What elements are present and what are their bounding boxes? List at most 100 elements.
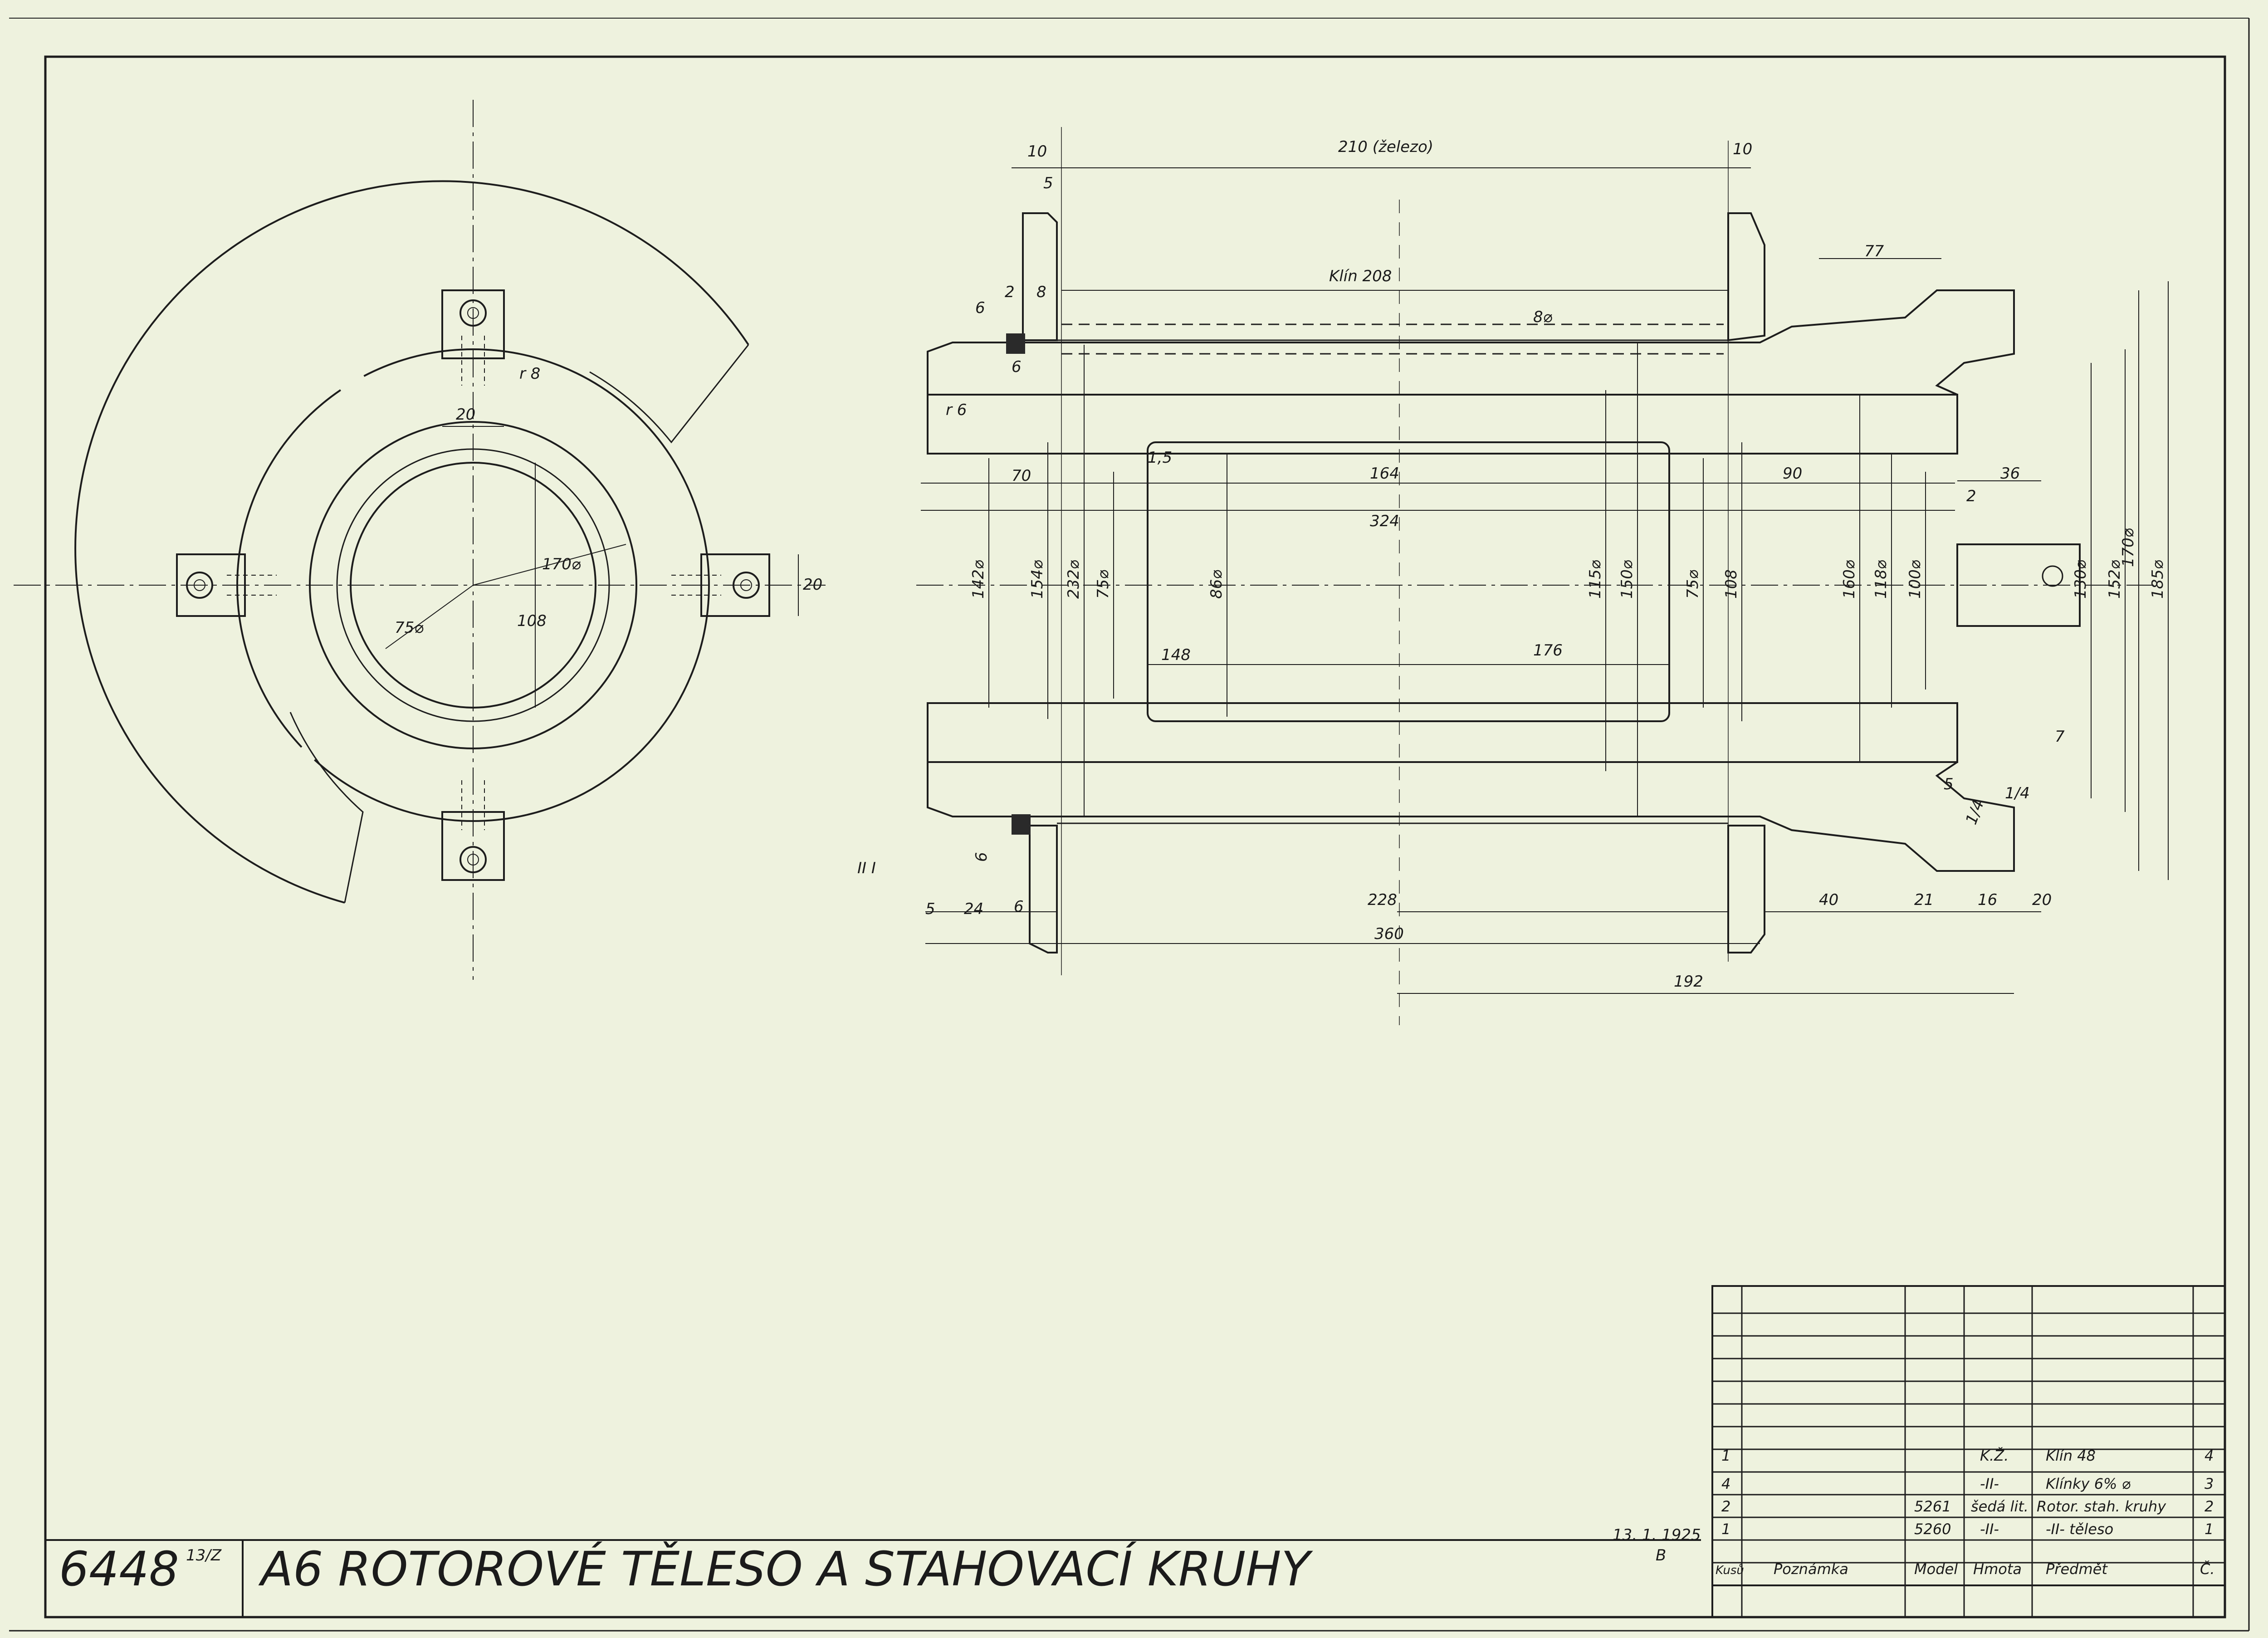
dim-top-2: 2 — [1005, 283, 1015, 301]
svg-text:4: 4 — [1721, 1475, 1730, 1492]
ring-left-bottom — [1029, 825, 1058, 953]
svg-text:4: 4 — [2204, 1447, 2214, 1464]
dim-front-20-top: 20 — [456, 406, 475, 424]
section-dim-lines — [921, 127, 2169, 994]
bore — [350, 462, 596, 709]
dim-front-r75: 75⌀ — [395, 619, 424, 637]
dim-1-5: 1,5 — [1148, 449, 1172, 467]
dim-130: 130⌀ — [2072, 560, 2090, 599]
dim-70: 70 — [1012, 467, 1031, 485]
svg-text:Poznámka: Poznámka — [1774, 1560, 1848, 1578]
dim-170: 170⌀ — [2119, 528, 2137, 567]
dim-185: 185⌀ — [2149, 560, 2167, 599]
dim-front-r8: r 8 — [519, 365, 540, 383]
drawing-title: A6 ROTOROVÉ TĚLESO A STAHOVACÍ KRUHY — [258, 1541, 1314, 1597]
dim-192: 192 — [1674, 973, 1703, 991]
lug-left — [176, 553, 277, 617]
dim-100: 100⌀ — [1906, 560, 1924, 599]
drawing-date: 13. 1. 1925 — [1613, 1526, 1701, 1544]
svg-text:K.Ž.: K.Ž. — [1980, 1447, 2009, 1464]
dim-228: 228 — [1368, 891, 1397, 909]
side-mark: II I — [857, 859, 876, 877]
section-view: 10 210 (železo) 10 5 2 8 6 Klín 208 8⌀ 6… — [857, 127, 2169, 1025]
svg-text:Model: Model — [1914, 1560, 1958, 1578]
dim-top-10-left: 10 — [1027, 142, 1047, 161]
dim-5-bottom: 5 — [925, 900, 935, 918]
dim-152: 152⌀ — [2106, 560, 2124, 599]
title-block: 6448 13/Z A6 ROTOROVÉ TĚLESO A STAHOVACÍ… — [45, 1526, 1701, 1617]
ring-mid — [309, 421, 637, 749]
svg-text:-II-: -II- — [1980, 1521, 1999, 1538]
dim-front-20-right: 20 — [803, 576, 822, 594]
table-row: 1 5260 -II- -II- těleso 1 — [1721, 1521, 2214, 1538]
dim-top-10-right: 10 — [1733, 140, 1752, 158]
svg-text:5261: 5261 — [1914, 1498, 1951, 1515]
dim-75: 75⌀ — [1094, 570, 1112, 599]
ring-outer — [236, 348, 710, 822]
svg-text:Rotor. stah. kruhy: Rotor. stah. kruhy — [2037, 1498, 2166, 1515]
ring-left-top — [1022, 212, 1058, 341]
svg-text:šedá lit.: šedá lit. — [1971, 1498, 2028, 1515]
dim-6b: 6 — [1014, 898, 1024, 916]
svg-text:Č.: Č. — [2200, 1560, 2215, 1578]
dim-118: 118⌀ — [1872, 560, 1890, 599]
dim-top-210: 210 (železo) — [1338, 138, 1433, 156]
dim-150: 150⌀ — [1618, 560, 1636, 599]
shaft-stub — [1956, 543, 2081, 627]
svg-text:-II- těleso: -II- těleso — [2046, 1521, 2113, 1538]
dim-232: 232⌀ — [1065, 560, 1083, 599]
dim-90: 90 — [1783, 465, 1802, 483]
body-outline-bottom — [927, 761, 2015, 872]
dim-24: 24 — [964, 900, 983, 918]
dim-6-small: 6 — [1012, 358, 1022, 376]
svg-text:1: 1 — [1721, 1521, 1730, 1538]
dim-7: 7 — [2055, 728, 2065, 746]
lug-right — [671, 553, 770, 617]
dim-324: 324 — [1370, 512, 1399, 530]
dim-front-170: 170⌀ — [542, 555, 581, 573]
svg-text:5260: 5260 — [1914, 1521, 1951, 1538]
table-row: 2 5261 šedá lit. Rotor. stah. kruhy 2 — [1721, 1498, 2214, 1515]
vertical-diameter-labels: 142⌀ 154⌀ 232⌀ 75⌀ 86⌀ 115⌀ 150⌀ 75⌀ 108… — [969, 528, 2167, 599]
dim-1-4: 1/4 — [2005, 784, 2030, 802]
ring-inner — [336, 448, 610, 722]
table-row: 4 -II- Klínky 6% ⌀ 3 — [1721, 1475, 2214, 1492]
outer-partial-circle — [74, 180, 749, 904]
dim-2: 2 — [1966, 487, 1976, 505]
lug-bottom — [441, 780, 505, 881]
svg-text:Kusů: Kusů — [1716, 1563, 1744, 1577]
dim-164: 164 — [1370, 465, 1399, 483]
outer-circle-cut-bottom — [289, 712, 364, 903]
signature-mark: B — [1656, 1546, 1666, 1565]
outer-circle-cut — [589, 344, 749, 444]
dim-8-diam: 8⌀ — [1533, 308, 1553, 326]
sheet-number: 13/Z — [186, 1546, 222, 1565]
table-row: 1 K.Ž. Klín 48 4 — [1721, 1447, 2214, 1464]
dim-148: 148 — [1161, 646, 1191, 664]
svg-text:2: 2 — [2204, 1498, 2214, 1515]
ring-right-top — [1727, 212, 1765, 342]
svg-text:1: 1 — [2204, 1521, 2214, 1538]
dim-top-5: 5 — [1043, 174, 1053, 192]
outer-border — [44, 55, 2226, 1618]
key-top — [1006, 333, 1025, 354]
svg-text:2: 2 — [1721, 1498, 1730, 1515]
dim-115: 115⌀ — [1586, 560, 1604, 599]
svg-text:-II-: -II- — [1980, 1475, 1999, 1492]
front-view: 20 75⌀ 170⌀ 108 20 r 8 — [14, 100, 826, 980]
dim-40: 40 — [1819, 891, 1838, 909]
lug-top — [441, 289, 505, 386]
dim-20: 20 — [2032, 891, 2052, 909]
svg-text:1: 1 — [1721, 1447, 1730, 1464]
dim-16: 16 — [1978, 891, 1997, 909]
drawing-number: 6448 — [59, 1541, 179, 1597]
dim-36: 36 — [2000, 465, 2020, 483]
inner-bore-recess — [1147, 441, 1670, 722]
table-header: Kusů Poznámka Model Hmota Předmět Č. — [1716, 1560, 2215, 1578]
dim-360: 360 — [1374, 925, 1404, 943]
parts-table: 1 K.Ž. Klín 48 4 4 -II- Klínky 6% ⌀ 3 2 … — [1711, 1285, 2226, 1618]
dim-142: 142⌀ — [969, 560, 987, 599]
dim-154: 154⌀ — [1028, 560, 1046, 599]
dim-21: 21 — [1914, 891, 1934, 909]
